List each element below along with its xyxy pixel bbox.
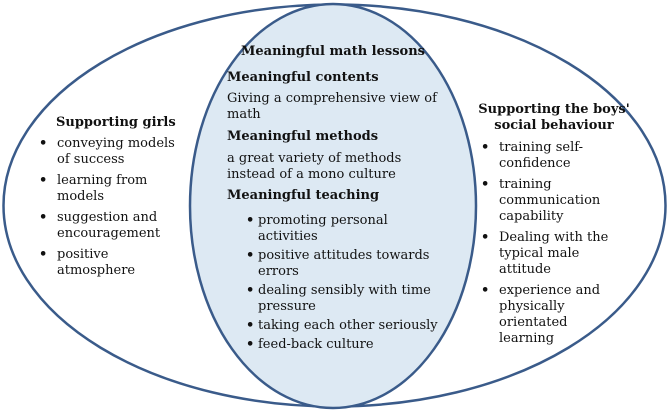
list-item: •Dealing with the typical male attitude xyxy=(481,230,609,277)
bullet-icon: • xyxy=(246,318,255,333)
left-heading: Supporting girls xyxy=(56,115,176,130)
list-item: •positive atmosphere xyxy=(39,247,136,278)
bullet-icon: • xyxy=(481,177,490,192)
methods-heading: Meaningful methods xyxy=(227,129,379,144)
bullet-icon: • xyxy=(39,136,48,151)
bullet-icon: • xyxy=(39,247,48,262)
list-item: •training communication capability xyxy=(481,177,601,224)
list-item: •taking each other seriously xyxy=(246,318,438,333)
list-item: •feed-back culture xyxy=(246,337,374,352)
bullet-icon: • xyxy=(246,213,255,228)
bullet-icon: • xyxy=(481,230,490,245)
list-item: •conveying models of success xyxy=(39,136,175,167)
bullet-icon: • xyxy=(481,140,490,155)
left-list: •conveying models of success •learning f… xyxy=(37,136,187,284)
bullet-icon: • xyxy=(246,248,255,263)
teaching-heading: Meaningful teaching xyxy=(227,188,380,203)
list-item: •positive attitudes towards errors xyxy=(246,248,430,279)
bullet-icon: • xyxy=(39,210,48,225)
contents-text: Giving a comprehensive view of math xyxy=(227,91,437,122)
teaching-list: •promoting personal activities •positive… xyxy=(246,213,446,356)
right-heading: Supporting the boys' social behaviour xyxy=(478,102,630,133)
list-item: •suggestion and encouragement xyxy=(39,210,161,241)
center-title: Meaningful math lessons xyxy=(241,44,425,59)
list-item: •learning from models xyxy=(39,173,148,204)
methods-text: a great variety of methods instead of a … xyxy=(227,151,402,182)
bullet-icon: • xyxy=(246,283,255,298)
list-item: •experience and physically orientated le… xyxy=(481,283,601,346)
right-list: •training self-confidence •training comm… xyxy=(479,140,619,352)
bullet-icon: • xyxy=(246,337,255,352)
contents-heading: Meaningful contents xyxy=(227,70,379,85)
bullet-icon: • xyxy=(481,283,490,298)
list-item: •training self-confidence xyxy=(481,140,583,171)
list-item: •dealing sensibly with time pressure xyxy=(246,283,431,314)
bullet-icon: • xyxy=(39,173,48,188)
inner-ellipse xyxy=(188,2,478,410)
list-item: •promoting personal activities xyxy=(246,213,388,244)
